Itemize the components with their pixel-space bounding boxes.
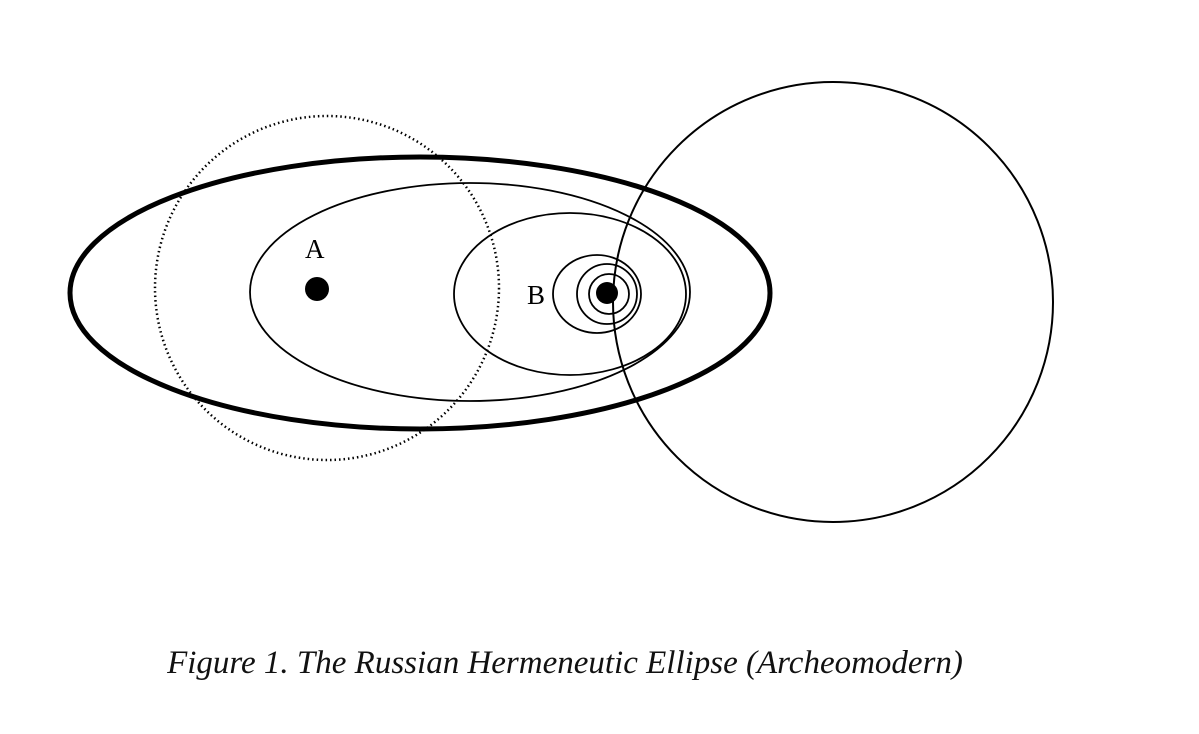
dotted-circle (153, 114, 501, 462)
label-b: B (527, 280, 545, 310)
focus-ring-innermost (588, 273, 630, 315)
focus-point-a (305, 277, 329, 301)
right-circle (612, 81, 1054, 523)
label-a: A (305, 234, 325, 264)
inner-ellipse (453, 212, 687, 376)
outer-ellipse (67, 154, 773, 432)
figure-caption: Figure 1. The Russian Hermeneutic Ellips… (167, 645, 963, 681)
focus-ring-outer (552, 254, 642, 334)
middle-ellipse (249, 182, 691, 402)
focus-ring-inner (576, 263, 638, 325)
focus-point-b (596, 282, 618, 304)
